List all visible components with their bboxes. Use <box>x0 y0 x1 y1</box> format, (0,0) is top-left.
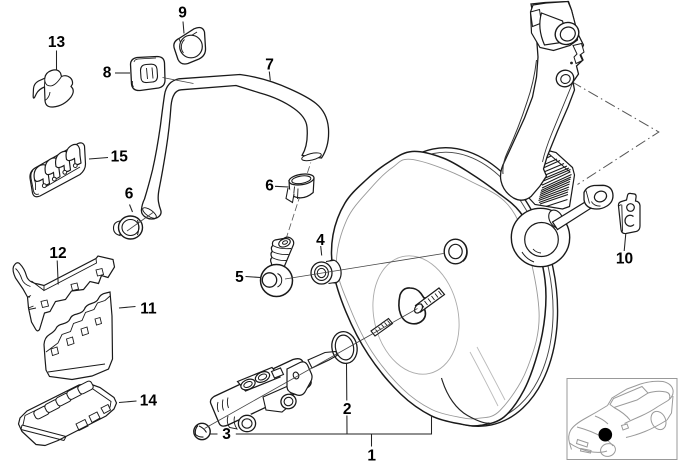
svg-text:14: 14 <box>140 392 158 409</box>
svg-text:3: 3 <box>222 426 231 443</box>
svg-text:6: 6 <box>265 178 274 195</box>
svg-text:1: 1 <box>367 447 376 461</box>
svg-text:10: 10 <box>616 250 633 267</box>
svg-text:4: 4 <box>316 232 325 249</box>
svg-text:9: 9 <box>178 5 187 22</box>
svg-text:6: 6 <box>125 186 134 203</box>
svg-text:15: 15 <box>111 149 129 166</box>
svg-text:5: 5 <box>235 269 244 286</box>
svg-text:13: 13 <box>48 34 66 51</box>
svg-text:8: 8 <box>103 64 112 81</box>
svg-text:11: 11 <box>140 301 157 318</box>
svg-text:12: 12 <box>49 245 66 262</box>
svg-text:7: 7 <box>265 56 274 73</box>
svg-text:2: 2 <box>343 401 352 418</box>
